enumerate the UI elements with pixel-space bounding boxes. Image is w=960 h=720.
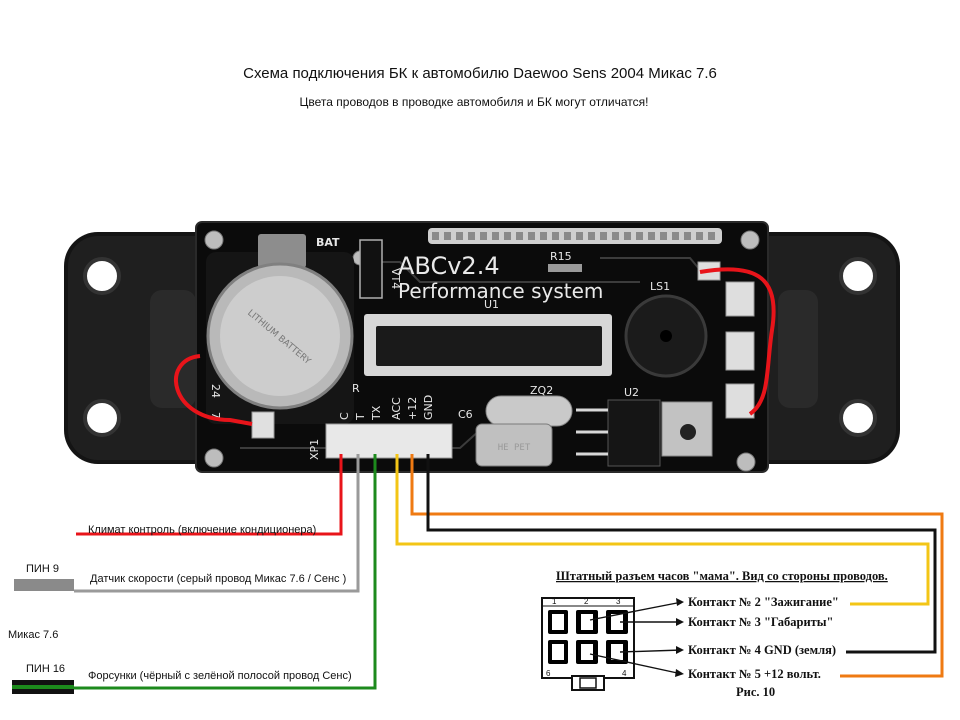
r15-label: R15 xyxy=(550,250,572,263)
capacitor-text: HE PET xyxy=(498,443,531,453)
xp1-label: XP1 xyxy=(308,439,321,460)
svg-text:+12: +12 xyxy=(406,397,419,420)
board-product-subtitle: Performance system xyxy=(398,279,603,303)
header-pin xyxy=(648,232,655,240)
screw-icon xyxy=(740,230,760,250)
header-pin xyxy=(492,232,499,240)
header-pin xyxy=(672,232,679,240)
header-pin xyxy=(696,232,703,240)
vt4-label: VT4 xyxy=(389,268,402,289)
svg-text:3: 3 xyxy=(616,597,621,606)
r-label: R xyxy=(352,382,360,395)
header-pin xyxy=(708,232,715,240)
label-climate: Климат контроль (включение кондиционера) xyxy=(88,524,316,536)
diagram-title: Схема подключения БК к автомобилю Daewoo… xyxy=(243,65,717,82)
header-pin xyxy=(468,232,475,240)
pin9-wire-stub xyxy=(14,579,74,591)
chip-u1 xyxy=(376,326,602,366)
header-pin xyxy=(444,232,451,240)
u1-label: U1 xyxy=(484,298,499,311)
wire-gnd-black xyxy=(426,454,937,654)
header-pin xyxy=(480,232,487,240)
svg-text:ACC: ACC xyxy=(390,397,403,420)
crystal-zq2 xyxy=(485,395,573,427)
header-pin xyxy=(684,232,691,240)
header-pin xyxy=(612,232,619,240)
screw-icon xyxy=(736,452,756,472)
connector-right xyxy=(725,331,755,371)
svg-text:C: C xyxy=(338,412,351,420)
label-speed-sensor: Датчик скорости (серый провод Микас 7.6 … xyxy=(90,573,346,585)
svg-text:4: 4 xyxy=(622,669,627,678)
u2-label: U2 xyxy=(624,386,639,399)
contact-2-label: Контакт № 2 "Зажигание" xyxy=(688,595,839,609)
header-pin xyxy=(660,232,667,240)
header-pin xyxy=(600,232,607,240)
svg-text:T: T xyxy=(354,413,367,421)
screw-icon xyxy=(204,230,224,250)
label-injectors: Форсунки (чёрный с зелёной полосой прово… xyxy=(88,670,352,682)
label-pin9: ПИН 9 xyxy=(26,563,59,575)
svg-text:1: 1 xyxy=(552,597,557,606)
label-7: 7 xyxy=(209,412,222,419)
svg-text:GND: GND xyxy=(422,395,435,420)
wire-ignition-yellow xyxy=(395,454,930,606)
regulator-u2 xyxy=(607,399,661,467)
wire-speed-gray xyxy=(74,454,360,593)
mount-hole-icon xyxy=(839,399,877,437)
svg-text:TX: TX xyxy=(370,405,383,421)
header-pin xyxy=(516,232,523,240)
contact-3-label: Контакт № 3 "Габариты" xyxy=(688,615,834,629)
pinout-arrows xyxy=(589,601,683,675)
c6-label: C6 xyxy=(458,408,473,421)
connector-title: Штатный разъем часов "мама". Вид со стор… xyxy=(556,569,888,583)
connector-pinout: 1 2 3 6 4 xyxy=(541,597,635,691)
header-pin xyxy=(456,232,463,240)
small-connector xyxy=(251,411,275,439)
resistor-r15 xyxy=(548,264,582,272)
header-pins xyxy=(428,228,722,244)
svg-text:2: 2 xyxy=(584,597,589,606)
connector-xp1 xyxy=(325,423,453,459)
zq2-label: ZQ2 xyxy=(530,384,553,397)
header-pin xyxy=(432,232,439,240)
mount-hole-icon xyxy=(83,257,121,295)
contact-5-label: Контакт № 5 +12 вольт. xyxy=(688,667,821,681)
diagram-subtitle: Цвета проводов в проводке автомобиля и Б… xyxy=(300,95,649,109)
label-24: 24 xyxy=(209,384,222,398)
internal-wire-right xyxy=(699,267,776,416)
wire-injectors-green xyxy=(68,454,377,690)
pcb-board: LITHIUM BATTERY BAT VT4 ABCv2.4 Performa… xyxy=(195,221,769,473)
contact-4-label: Контакт № 4 GND (земля) xyxy=(688,643,836,657)
capacitor-c6 xyxy=(475,423,553,467)
wire-climate-red xyxy=(76,454,343,536)
mount-hole-icon xyxy=(839,257,877,295)
transistor-vt4 xyxy=(359,239,383,299)
header-pin xyxy=(576,232,583,240)
board-product-name: ABCv2.4 xyxy=(398,252,500,280)
header-pin xyxy=(540,232,547,240)
screw-icon xyxy=(204,448,224,468)
header-pin xyxy=(636,232,643,240)
header-pin xyxy=(624,232,631,240)
header-pin xyxy=(528,232,535,240)
svg-text:6: 6 xyxy=(546,669,551,678)
label-mikas: Микас 7.6 xyxy=(8,629,58,641)
xp1-pin-labels: C T TX ACC +12 GND xyxy=(338,395,435,421)
header-pin xyxy=(588,232,595,240)
internal-wire-left xyxy=(174,354,253,426)
header-pin xyxy=(564,232,571,240)
battery-cell: LITHIUM BATTERY xyxy=(206,234,354,424)
header-pin xyxy=(552,232,559,240)
ls1-label: LS1 xyxy=(650,280,670,293)
label-pin16: ПИН 16 xyxy=(26,663,65,675)
bat-label: BAT xyxy=(316,236,340,249)
figure-caption: Рис. 10 xyxy=(736,685,775,699)
wire-plus12-orange xyxy=(410,454,944,678)
header-pin xyxy=(504,232,511,240)
mount-hole-icon xyxy=(83,399,121,437)
connector-right xyxy=(725,281,755,317)
